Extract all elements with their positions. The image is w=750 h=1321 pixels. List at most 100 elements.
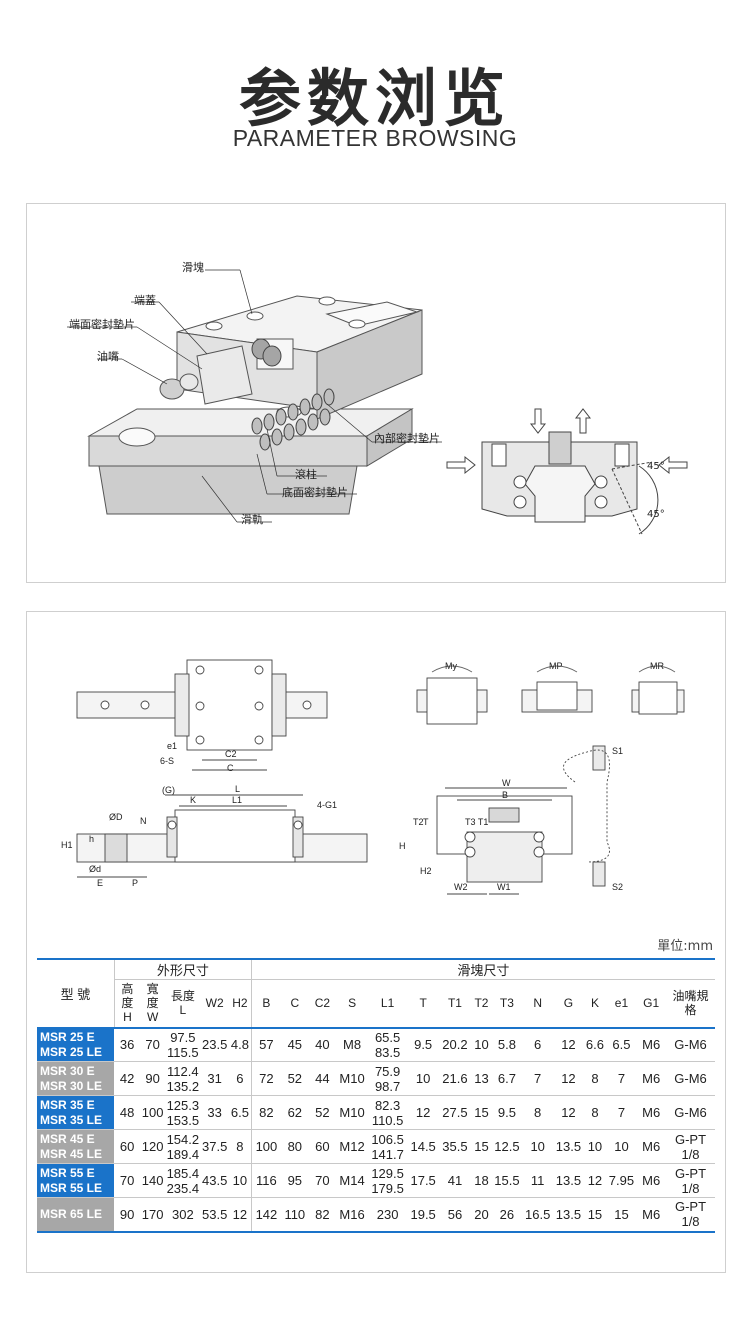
cell-t: 19.5 [407, 1197, 440, 1233]
dim-e: E [97, 878, 103, 888]
cell-t3: 5.8 [492, 1027, 522, 1062]
col-w: 寬度 W [139, 979, 166, 1029]
cell-n: 7 [521, 1061, 554, 1096]
cross-section-drawing [446, 408, 688, 535]
cell-w2: 43.5 [200, 1163, 229, 1198]
col-t3: T3 [492, 979, 522, 1029]
dim-l: L [235, 784, 240, 794]
cell-t2: 13 [470, 1061, 493, 1096]
cell-c2: 82 [308, 1197, 337, 1233]
cell-g: 12 [553, 1027, 584, 1062]
dim-t1t3: T3 T1 [465, 817, 488, 827]
cell-l: 302 [165, 1197, 201, 1233]
dim-e1: e1 [167, 741, 177, 751]
cell-t3: 12.5 [492, 1129, 522, 1164]
dim-t2: T2 [413, 817, 424, 827]
label-rail: 滑軌 [241, 513, 263, 526]
angle-label-2: 45° [647, 509, 665, 520]
moment-mp: MP [549, 661, 563, 671]
cell-t1: 35.5 [439, 1129, 471, 1164]
cell-t1: 41 [439, 1163, 471, 1198]
dim-w1: W1 [497, 882, 511, 892]
cell-w: 170 [139, 1197, 166, 1233]
cell-c: 45 [281, 1027, 309, 1062]
col-h: 高度 H [114, 979, 140, 1029]
cell-n: 10 [521, 1129, 554, 1164]
unit-label: 單位:mm [657, 939, 713, 954]
col-l: 長度 L [165, 979, 201, 1029]
cell-b: 57 [250, 1027, 282, 1062]
label-inner-seal: 內部密封墊片 [374, 432, 440, 445]
cell-c2: 44 [308, 1061, 337, 1096]
cell-nip: G-M6 [666, 1095, 715, 1130]
cell-b: 116 [250, 1163, 282, 1198]
col-k: K [583, 979, 607, 1029]
cell-k: 8 [583, 1095, 607, 1130]
cell-s: M8 [336, 1027, 368, 1062]
cell-g: 12 [553, 1061, 584, 1096]
rail-drawing [87, 406, 414, 515]
cell-s: M10 [336, 1061, 368, 1096]
angle-label-1: 45° [647, 461, 665, 472]
col-n: N [521, 979, 554, 1029]
dim-b: B [502, 790, 508, 800]
dim-6s: 6-S [160, 756, 174, 766]
cell-t2: 15 [470, 1129, 493, 1164]
page-title-en: PARAMETER BROWSING [232, 125, 518, 151]
cell-g1: M6 [636, 1129, 667, 1164]
cell-c2: 70 [308, 1163, 337, 1198]
col-model: 型 號 [37, 958, 115, 1029]
cell-n: 6 [521, 1027, 554, 1062]
dim-w2: W2 [454, 882, 468, 892]
cell-b: 142 [250, 1197, 282, 1233]
cell-e1: 7 [606, 1095, 637, 1130]
dim-s2: S2 [612, 882, 623, 892]
group-block: 滑塊尺寸 [250, 958, 715, 980]
col-b: B [250, 979, 282, 1029]
cell-t: 17.5 [407, 1163, 440, 1198]
cell-b: 82 [250, 1095, 282, 1130]
cell-c: 95 [281, 1163, 309, 1198]
cell-w2: 37.5 [200, 1129, 229, 1164]
block-drawing [159, 295, 423, 451]
cell-e1: 15 [606, 1197, 637, 1233]
dim-w: W [502, 778, 511, 788]
cell-c: 110 [281, 1197, 309, 1233]
col-g: G [553, 979, 584, 1029]
cell-w: 70 [139, 1027, 166, 1062]
cell-h: 36 [114, 1027, 140, 1062]
dim-t: T [423, 817, 429, 827]
cell-n: 11 [521, 1163, 554, 1198]
col-t2: T2 [470, 979, 493, 1029]
cell-t3: 6.7 [492, 1061, 522, 1096]
cell-h2: 6 [228, 1061, 252, 1096]
cell-k: 10 [583, 1129, 607, 1164]
dim-h2: H2 [420, 866, 432, 876]
cell-w: 90 [139, 1061, 166, 1096]
cell-s: M14 [336, 1163, 368, 1198]
col-l1: L1 [367, 979, 408, 1029]
cell-h: 90 [114, 1197, 140, 1233]
col-nipple: 油嘴規格 [666, 979, 715, 1029]
cell-g: 13.5 [553, 1163, 584, 1198]
dim-g: (G) [162, 785, 175, 795]
col-h2: H2 [228, 979, 252, 1029]
spec-table: 型 號 外形尺寸 滑塊尺寸 高度 H 寬度 W 長度 L W2 H2 B C C… [37, 958, 715, 1233]
structure-illustration [67, 269, 688, 535]
col-s: S [336, 979, 368, 1029]
cell-h: 48 [114, 1095, 140, 1130]
col-t1: T1 [439, 979, 471, 1029]
